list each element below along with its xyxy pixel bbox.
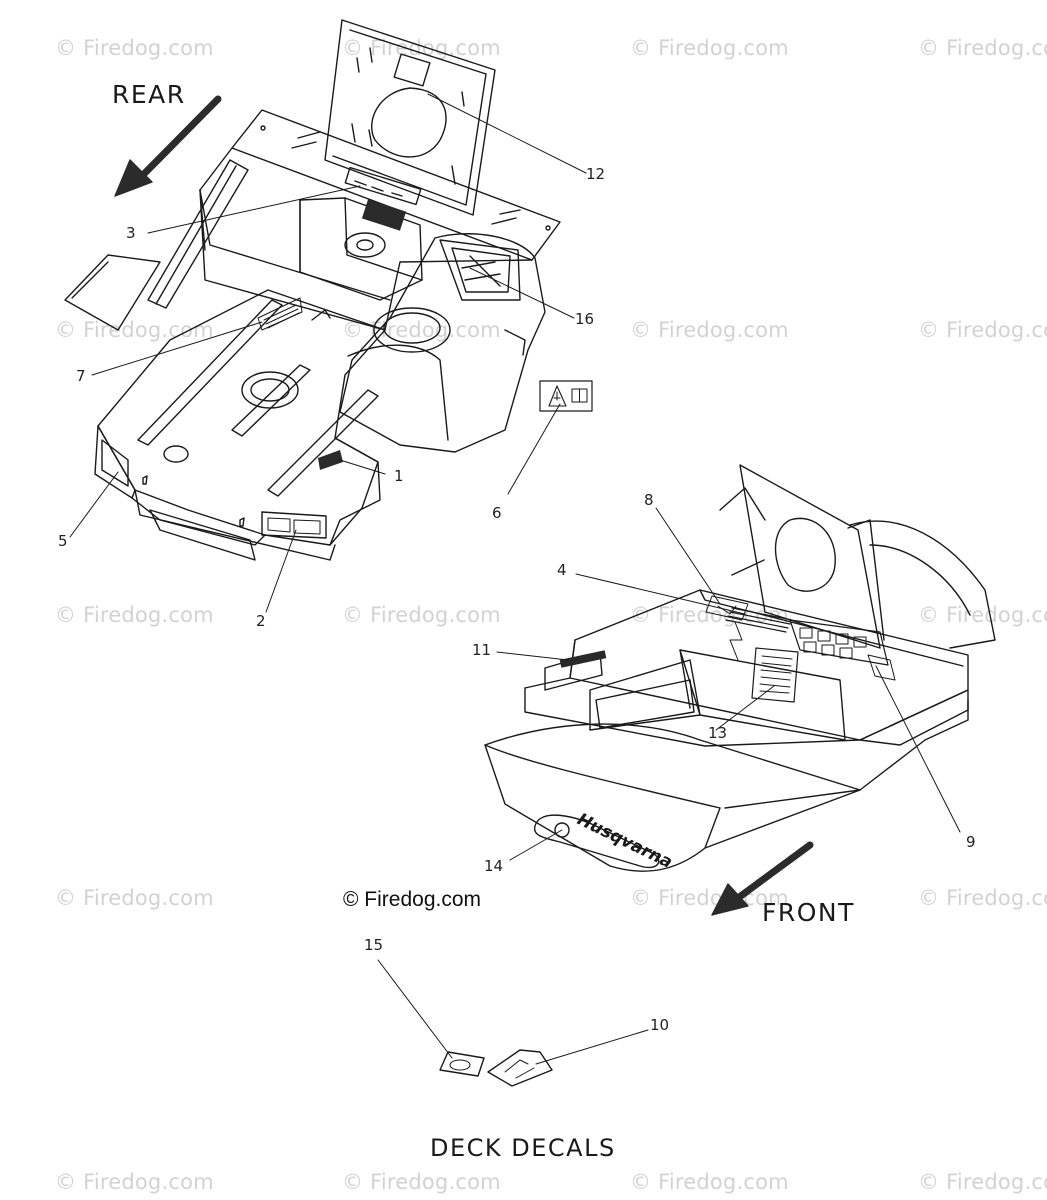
watermark: © Firedog.com: [55, 1170, 214, 1194]
husqvarna-logo: Husqvarna: [574, 810, 675, 873]
diagram-title: DECK DECALS: [430, 1134, 616, 1162]
watermark: © Firedog.com: [630, 1170, 789, 1194]
callout-15: 15: [364, 936, 384, 954]
watermark: © Firedog.com: [342, 1170, 501, 1194]
watermark: © Firedog.com: [630, 886, 789, 910]
watermark: © Firedog.com: [918, 36, 1047, 60]
watermark: © Firedog.com: [55, 36, 214, 60]
watermark: © Firedog.com: [342, 318, 501, 342]
watermark: © Firedog.com: [342, 36, 501, 60]
rear-direction-label: REAR: [112, 80, 186, 109]
callout-5: 5: [58, 532, 68, 550]
warning-decal-icon: [539, 380, 593, 412]
watermark: © Firedog.com: [55, 886, 214, 910]
callout-9: 9: [966, 833, 976, 851]
watermark: © Firedog.com: [55, 318, 214, 342]
callout-6: 6: [492, 504, 502, 522]
copyright-text: © Firedog.com: [343, 888, 482, 911]
callout-14: 14: [484, 857, 504, 875]
front-direction-label: FRONT: [762, 898, 855, 927]
watermark: © Firedog.com: [918, 1170, 1047, 1194]
callout-11: 11: [472, 641, 492, 659]
callout-4: 4: [557, 561, 567, 579]
rear-deck-assembly: [64, 19, 561, 561]
watermark: © Firedog.com: [630, 318, 789, 342]
front-arrow-icon: [711, 841, 814, 916]
callout-1: 1: [394, 467, 404, 485]
watermark: © Firedog.com: [918, 886, 1047, 910]
callout-3: 3: [126, 224, 136, 242]
callout-7: 7: [76, 367, 86, 385]
watermark: © Firedog.com: [918, 603, 1047, 627]
callout-16: 16: [575, 310, 595, 328]
callout-8: 8: [644, 491, 654, 509]
callout-2: 2: [256, 612, 266, 630]
callout-10: 10: [650, 1016, 670, 1034]
rear-arrow-icon: [114, 95, 222, 197]
watermark: © Firedog.com: [918, 318, 1047, 342]
small-decals: [439, 1049, 553, 1087]
watermark: © Firedog.com: [342, 603, 501, 627]
front-deck-assembly: [484, 464, 996, 872]
watermark: © Firedog.com: [630, 36, 789, 60]
callout-12: 12: [586, 165, 606, 183]
watermark: © Firedog.com: [55, 603, 214, 627]
leader-lines: [69, 93, 961, 1065]
callout-13: 13: [708, 724, 728, 742]
